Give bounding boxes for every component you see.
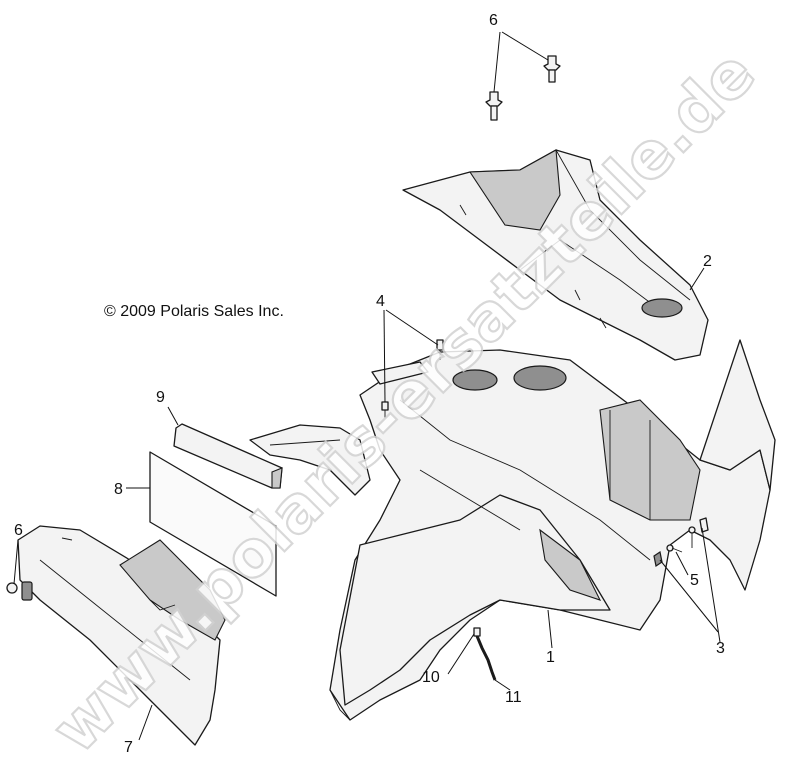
left-fender-flap xyxy=(249,424,371,496)
part-6-screw-left xyxy=(6,582,18,594)
callout-6-top: 6 xyxy=(489,12,498,29)
callout-3: 3 xyxy=(716,640,725,657)
part-2-cover xyxy=(402,149,709,361)
copyright-text: © 2009 Polaris Sales Inc. xyxy=(104,303,284,320)
callout-10: 10 xyxy=(422,669,440,686)
part-1-front-body xyxy=(329,339,776,721)
callout-7: 7 xyxy=(124,739,133,756)
leader-lines xyxy=(13,31,721,741)
part-8-sheet xyxy=(149,451,277,597)
callout-6-left: 6 xyxy=(14,522,23,539)
callout-1: 1 xyxy=(546,649,555,666)
callout-11: 11 xyxy=(505,689,522,706)
callout-9: 9 xyxy=(156,389,165,406)
callout-5: 5 xyxy=(690,572,699,589)
part-3-part-5-fasteners xyxy=(381,339,709,567)
callout-2: 2 xyxy=(703,253,712,270)
part-7-side-cover xyxy=(17,525,226,746)
part-9-strip xyxy=(173,423,283,489)
part-10-part-11-tube xyxy=(473,627,497,681)
callout-4: 4 xyxy=(376,293,385,310)
callout-8: 8 xyxy=(114,481,123,498)
